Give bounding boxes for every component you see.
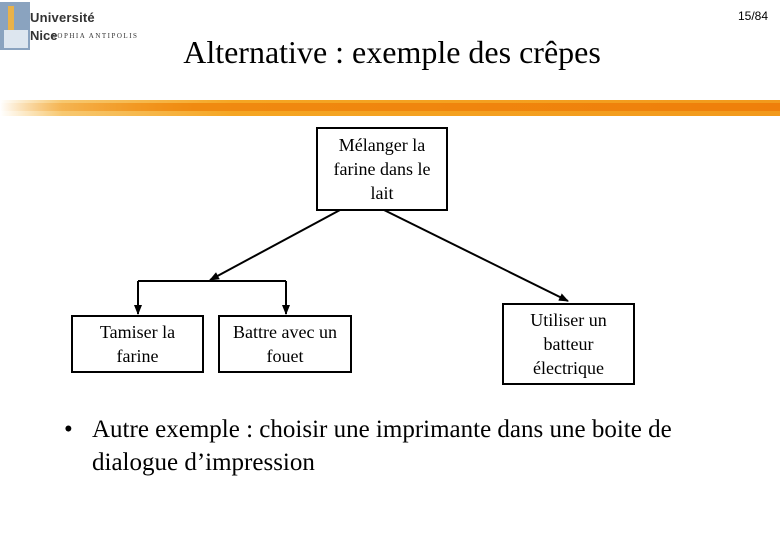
node-batteur: Utiliser un batteur électrique: [502, 303, 635, 385]
node-battre: Battre avec un fouet: [218, 315, 352, 373]
bullet-text: Autre exemple : choisir une imprimante d…: [92, 416, 672, 476]
title-rule: [0, 100, 780, 116]
logo-subtitle: SOPHIA ANTIPOLIS: [52, 32, 139, 40]
university-logo: Université Nice SOPHIA ANTIPOLIS: [0, 0, 140, 56]
university-logo-mark: [0, 2, 30, 50]
logo-university-text: Université: [30, 10, 95, 25]
logo-nice-text: Nice: [30, 28, 58, 43]
bullet-item: • Autre exemple : choisir une imprimante…: [64, 413, 754, 479]
slide-title: Alternative : exemple des crêpes: [183, 34, 601, 70]
node-tamiser: Tamiser la farine: [71, 315, 204, 373]
bullet-dot: •: [64, 416, 73, 443]
node-melanger-label: Mélanger la farine dans le lait: [333, 135, 431, 203]
node-batteur-label: Utiliser un batteur électrique: [530, 310, 607, 378]
page-number: 15/84: [737, 9, 768, 23]
node-melanger: Mélanger la farine dans le lait: [316, 127, 448, 211]
node-battre-label: Battre avec un fouet: [233, 322, 337, 366]
node-tamiser-label: Tamiser la farine: [99, 322, 176, 366]
connector-right: [383, 209, 569, 302]
connector-left: [209, 209, 341, 281]
